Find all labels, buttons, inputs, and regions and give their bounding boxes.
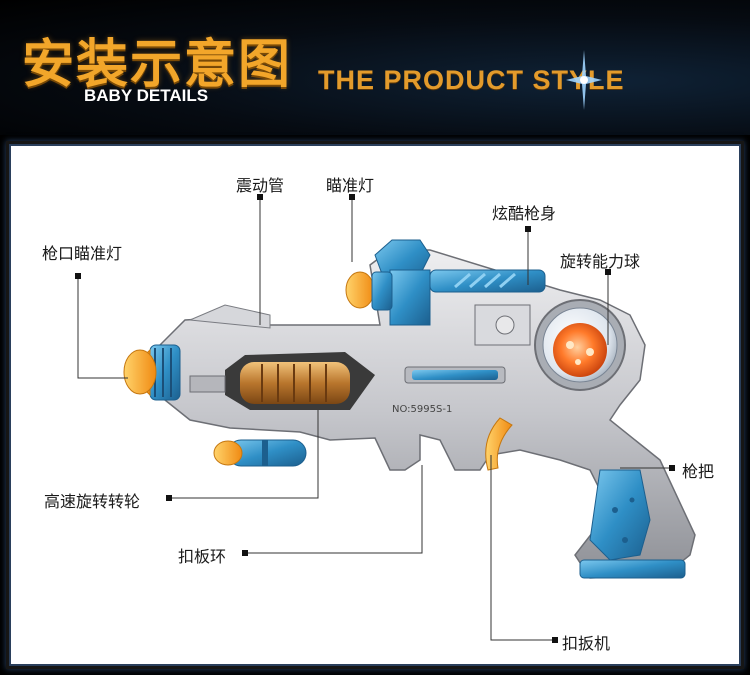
product-panel	[6, 141, 744, 669]
header-banner: 安装示意图 BABY DETAILS THE PRODUCT STYLE	[0, 0, 750, 135]
label-grip: 枪把	[682, 462, 715, 481]
subtitle: BABY DETAILS	[84, 86, 209, 105]
main-title: 安装示意图	[22, 35, 293, 95]
label-vibration-tube: 震动管	[236, 176, 285, 195]
label-sight-light: 瞄准灯	[326, 176, 375, 195]
label-muzzle-light: 枪口瞄准灯	[42, 244, 123, 263]
label-trigger: 扣扳机	[562, 634, 611, 653]
label-wheel: 高速旋转转轮	[44, 492, 141, 511]
sparkle-icon	[566, 50, 602, 110]
label-gun-body: 炫酷枪身	[492, 204, 557, 223]
label-trigger-ring: 扣板环	[178, 547, 227, 566]
label-energy-ball: 旋转能力球	[560, 252, 641, 271]
